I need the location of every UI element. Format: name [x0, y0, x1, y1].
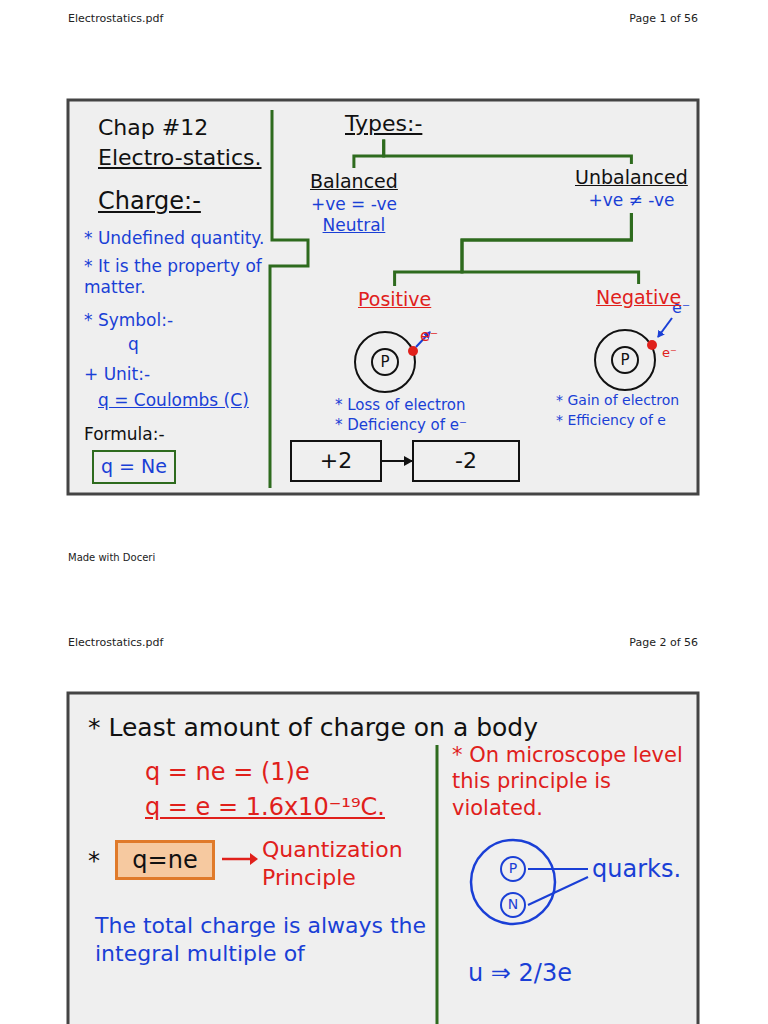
equation-text: u ⇒ 2/3e	[468, 958, 572, 988]
formula-box: q = Ne	[92, 450, 176, 484]
nucleus-circle	[471, 840, 555, 924]
atom-orbit	[595, 330, 655, 390]
divider-line	[270, 110, 308, 488]
arrow-head	[250, 853, 258, 865]
equation-text: q = e = 1.6x10⁻¹⁹C.	[145, 792, 385, 822]
node-text: N	[508, 896, 518, 914]
page-header: Electrostatics.pdf	[68, 12, 163, 26]
tree-item: Balanced+ve = -veNeutral	[310, 170, 398, 236]
electron-label: e⁻	[662, 345, 677, 361]
page-header: Electrostatics.pdf	[68, 636, 163, 650]
note-text: + Unit:-	[84, 364, 150, 385]
node-text: Types:-	[345, 110, 422, 138]
note-text: * Efficiency of e	[556, 412, 666, 430]
proton-circle: P	[500, 856, 526, 882]
note-text: The total charge is always the integral …	[95, 912, 430, 967]
node-text: Neutral	[310, 215, 398, 236]
note-text: * On microscope level this principle is …	[452, 742, 687, 821]
tree-heading: Types:-	[345, 110, 422, 138]
page-number: Page 2 of 56	[629, 636, 698, 650]
section-heading: Charge:-	[98, 186, 201, 216]
divider-line	[436, 745, 439, 1024]
whiteboard	[68, 693, 698, 1024]
electron-dot	[647, 340, 657, 350]
electron-label: e⁻	[420, 326, 438, 346]
neutron-circle: N	[500, 892, 526, 918]
unit-text: q = Coulombs (C)	[98, 390, 249, 411]
nucleus-circle: P	[611, 346, 639, 374]
bullet-mark: *	[88, 846, 100, 876]
highlight-box: q=ne	[115, 840, 215, 880]
note-heading: * Least amount of charge on a body	[88, 712, 538, 743]
electron-arrow	[658, 318, 672, 337]
leader-line	[528, 868, 588, 870]
chapter-title: Chap #12	[98, 114, 208, 142]
node-text: Negative	[596, 286, 681, 310]
leader-line	[528, 877, 588, 905]
note-text: * Loss of electron	[335, 396, 465, 415]
node-text: P	[380, 353, 389, 372]
note-text: * Gain of electron	[556, 392, 679, 410]
callout-text: quarks.	[592, 854, 681, 884]
node-text: Positive	[358, 288, 431, 312]
node-text: q = Ne	[101, 455, 167, 479]
chapter-title: Electro-statics.	[98, 144, 262, 172]
arrow-connector	[382, 460, 412, 462]
formula-heading: Formula:-	[84, 424, 165, 445]
tree-item: Positive	[358, 288, 431, 312]
electron-dot	[408, 346, 418, 356]
node-text: q=ne	[132, 845, 197, 875]
node-text: P	[509, 860, 517, 878]
arrow-line	[222, 858, 250, 861]
tree-item: Negative	[596, 286, 681, 310]
node-text: +ve = -ve	[310, 194, 398, 215]
note-text: * Symbol:-	[84, 310, 173, 331]
note-text: * Deficiency of e⁻	[335, 416, 467, 435]
equation-text: q = ne = (1)e	[145, 757, 310, 787]
principle-text: Quantization Principle	[262, 836, 427, 891]
node-text: -2	[455, 447, 477, 475]
charge-box: -2	[412, 440, 520, 482]
nucleus-circle: P	[371, 348, 399, 376]
tree-branch	[395, 213, 632, 286]
node-text: Balanced	[310, 170, 398, 194]
node-text: Unbalanced	[575, 166, 688, 190]
atom-orbit	[355, 332, 415, 392]
page-footer: Made with Doceri	[68, 552, 155, 565]
whiteboard	[68, 100, 698, 494]
node-text: P	[620, 351, 629, 370]
node-text: +ve ≠ -ve	[575, 190, 688, 211]
tree-branch	[384, 140, 632, 165]
page-number: Page 1 of 56	[629, 12, 698, 26]
symbol-text: q	[128, 334, 139, 355]
note-text: * Undefined quantity.	[84, 228, 264, 249]
node-text: +2	[320, 447, 352, 475]
tree-branch	[354, 140, 384, 169]
tree-branch	[462, 213, 639, 284]
charge-box: +2	[290, 440, 382, 482]
tree-item: Unbalanced+ve ≠ -ve	[575, 166, 688, 211]
note-text: * It is the property of matter.	[84, 256, 269, 299]
